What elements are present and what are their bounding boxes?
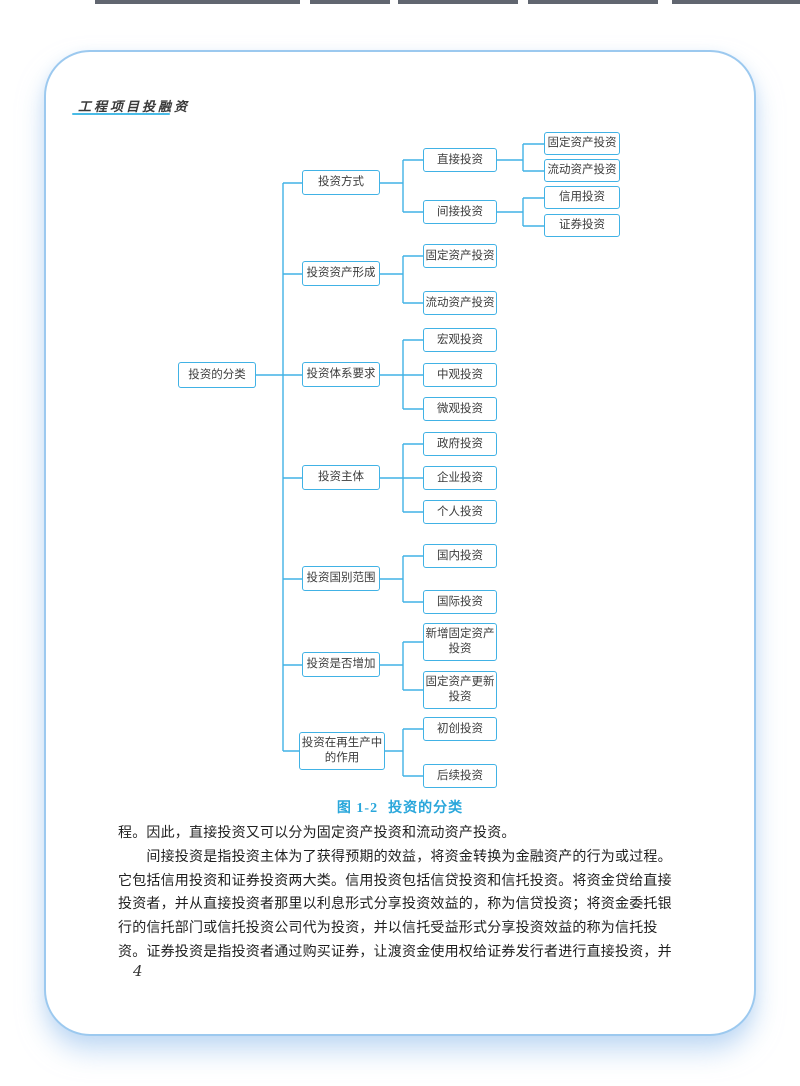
tree-node-enterprise-investment: 企业投资 bbox=[423, 466, 497, 490]
scan-edge-artifact bbox=[398, 0, 518, 4]
body-text-line: 投资者，并从直接投资者那里以利息形式分享投资效益的，称为信贷投资；将资金委托银 bbox=[118, 897, 672, 913]
tree-node-international-investment: 国际投资 bbox=[423, 590, 497, 614]
header-underline bbox=[72, 113, 170, 115]
tree-node-investment-mode: 投资方式 bbox=[302, 170, 380, 195]
scan-edge-artifact bbox=[310, 0, 390, 4]
tree-node-new-fixed-asset-investment: 新增固定资产 投资 bbox=[423, 623, 497, 661]
tree-node-fixed-asset-renewal-investment: 固定资产更新 投资 bbox=[423, 671, 497, 709]
tree-node-system-requirement: 投资体系要求 bbox=[302, 362, 380, 387]
scan-edge-artifact bbox=[528, 0, 658, 4]
tree-node-asset-formation: 投资资产形成 bbox=[302, 261, 380, 286]
tree-node-root: 投资的分类 bbox=[178, 362, 256, 388]
figure-caption-title: 投资的分类 bbox=[388, 801, 464, 816]
tree-node-credit-investment: 信用投资 bbox=[544, 186, 620, 209]
tree-node-personal-investment: 个人投资 bbox=[423, 500, 497, 524]
tree-node-micro-investment: 微观投资 bbox=[423, 397, 497, 421]
running-header: 工程项目投融资 bbox=[78, 100, 191, 115]
tree-node-direct-investment: 直接投资 bbox=[423, 148, 497, 172]
body-text-line: 它包括信用投资和证券投资两大类。信用投资包括信贷投资和信托投资。将资金贷给直接 bbox=[118, 873, 672, 889]
tree-node-fixed-asset-investment: 固定资产投资 bbox=[544, 132, 620, 155]
page-number: 4 bbox=[133, 962, 143, 980]
tree-node-securities-investment: 证券投资 bbox=[544, 214, 620, 237]
body-text-line: 间接投资是指投资主体为了获得预期的效益，将资金转换为金融资产的行为或过程。 bbox=[118, 849, 672, 865]
tree-node-investment-subject: 投资主体 bbox=[302, 465, 380, 490]
tree-node-follow-up-investment: 后续投资 bbox=[423, 764, 497, 788]
figure-caption: 图 1-2 投资的分类 bbox=[44, 797, 756, 817]
scan-edge-artifact bbox=[672, 0, 800, 4]
body-text-line: 行的信托部门或信托投资公司代为投资，并以信托受益形式分享投资效益的称为信托投 bbox=[118, 921, 658, 937]
body-paragraphs: 程。因此，直接投资又可以分为固定资产投资和流动资产投资。 间接投资是指投资主体为… bbox=[118, 822, 696, 965]
tree-node-country-scope: 投资国别范围 bbox=[302, 566, 380, 591]
tree-node-increase-or-not: 投资是否增加 bbox=[302, 652, 380, 677]
tree-node-current-asset-investment-2: 流动资产投资 bbox=[423, 291, 497, 315]
tree-node-fixed-asset-investment-2: 固定资产投资 bbox=[423, 244, 497, 268]
body-text-line: 程。因此，直接投资又可以分为固定资产投资和流动资产投资。 bbox=[118, 826, 516, 841]
tree-node-government-investment: 政府投资 bbox=[423, 432, 497, 456]
tree-node-role-in-reproduction: 投资在再生产中 的作用 bbox=[299, 732, 385, 770]
tree-node-initial-investment: 初创投资 bbox=[423, 717, 497, 741]
tree-node-macro-investment: 宏观投资 bbox=[423, 328, 497, 352]
scan-edge-artifact bbox=[95, 0, 300, 4]
tree-node-domestic-investment: 国内投资 bbox=[423, 544, 497, 568]
tree-node-current-asset-investment: 流动资产投资 bbox=[544, 159, 620, 182]
figure-caption-label: 图 1-2 bbox=[336, 801, 379, 816]
tree-node-indirect-investment: 间接投资 bbox=[423, 200, 497, 224]
body-text-line: 资。证券投资是指投资者通过购买证券，让渡资金使用权给证券发行者进行直接投资，并 bbox=[118, 944, 672, 960]
tree-node-meso-investment: 中观投资 bbox=[423, 363, 497, 387]
